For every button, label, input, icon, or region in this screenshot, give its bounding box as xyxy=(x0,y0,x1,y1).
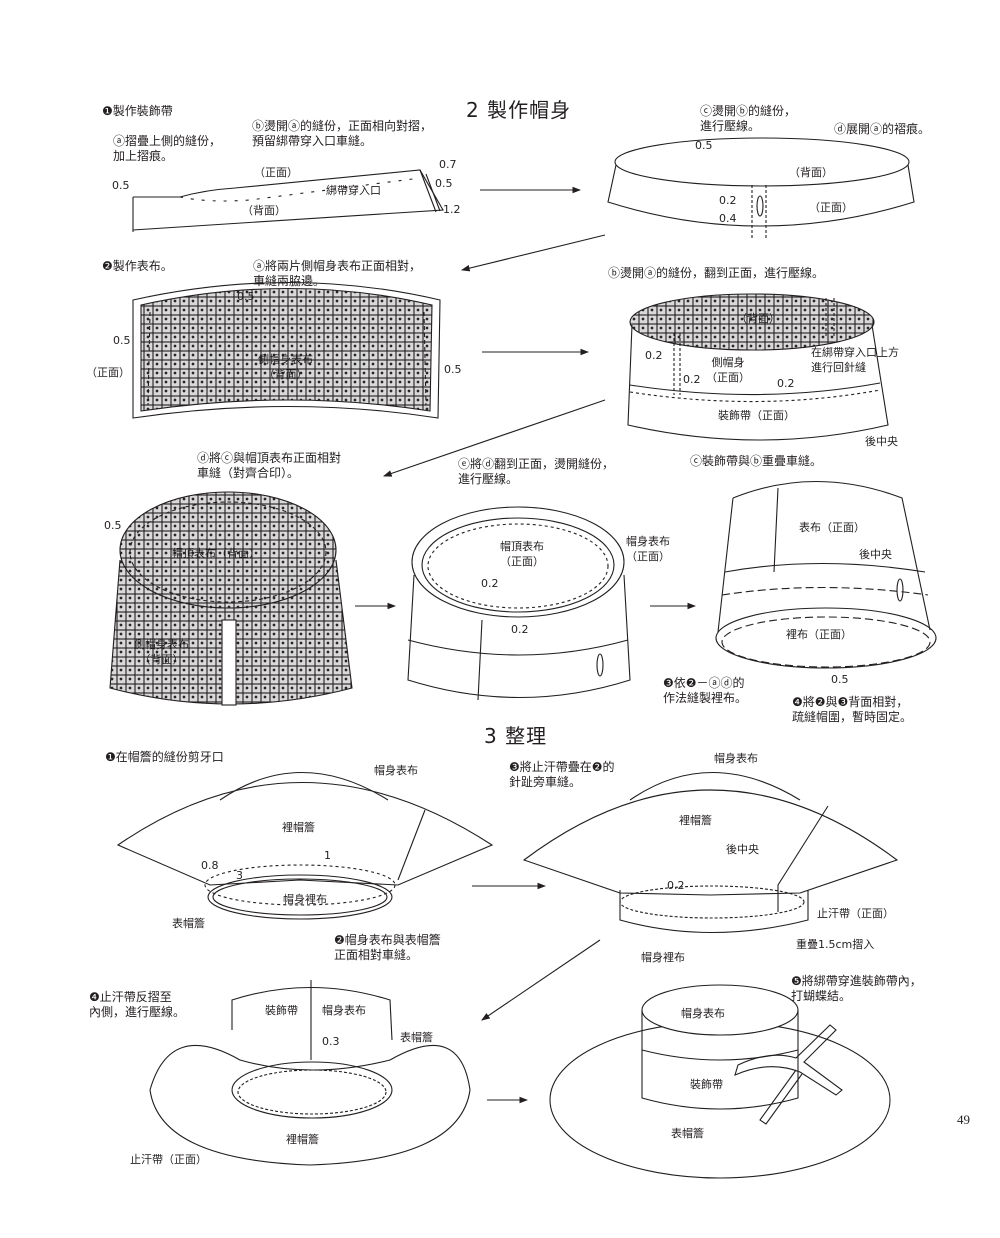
decor-band-strip xyxy=(132,169,444,232)
note-clip: ❶在帽簷的縫份剪牙口 xyxy=(105,750,224,764)
note-a-fold: ⓐ摺疊上側的縫份， 加上摺痕。 xyxy=(113,134,222,163)
measure: 0.2 xyxy=(511,623,529,636)
measure: 0.7 xyxy=(439,158,457,171)
label-upper-brim: 表帽簷 xyxy=(172,917,205,930)
label-under-brim: 裡帽簷 xyxy=(286,1133,319,1146)
note-bow: ❺將綁帶穿進裝飾帶內， 打蝴蝶結。 xyxy=(791,974,922,1003)
section-2-title: 2 製作帽身 xyxy=(466,98,572,122)
measure: 0.5 xyxy=(831,673,849,686)
measure: 0.2 xyxy=(777,377,795,390)
note-c-overlap: ⓒ裝飾帶與ⓑ重疊車縫。 xyxy=(690,454,823,468)
label-sweatband: 止汗帶（正面） xyxy=(130,1153,207,1166)
measure: 0.5 xyxy=(695,139,713,152)
label-back-center: 後中央 xyxy=(726,843,759,856)
label-body-outer: 帽身表布 xyxy=(714,752,758,765)
measure: 0.2 xyxy=(719,194,737,207)
step2-heading: ❷製作表布。 xyxy=(102,259,173,273)
label-front: （正面） xyxy=(254,166,298,179)
label-band: 裝飾帶 xyxy=(690,1078,723,1091)
side-body-cylinder xyxy=(627,293,889,441)
flow-arrows xyxy=(355,186,697,1104)
measure: 0.5 xyxy=(444,363,462,376)
measure: 0.5 xyxy=(237,290,255,303)
note-b-topstitch: ⓑ燙開ⓐ的縫份，翻到正面，進行壓線。 xyxy=(608,266,825,280)
label-body-outer: 帽身表布 xyxy=(374,764,418,777)
measure: 0.2 xyxy=(645,349,663,362)
crown-attach-grey xyxy=(109,491,353,706)
label-back: （背面） xyxy=(242,204,286,217)
section-3-title: 3 整理 xyxy=(484,724,548,748)
label-sweatband: 止汗帶（正面） xyxy=(817,907,894,920)
label-front: （正面） xyxy=(809,201,853,214)
note-step4: ❹將❷與❸背面相對， 疏縫帽圍，暫時固定。 xyxy=(792,695,913,724)
measure: 0.3 xyxy=(322,1035,340,1048)
side-body-pattern xyxy=(132,281,441,419)
label-body-front: 帽身表布 （正面） xyxy=(626,535,670,563)
label-band: 裝飾帶 xyxy=(265,1004,298,1017)
label-body-lining: 帽身裡布 xyxy=(283,893,327,906)
label-band: 裝飾帶（正面） xyxy=(718,409,795,422)
note-c-press: ⓒ燙開ⓑ的縫份， 進行壓線。 xyxy=(700,104,797,133)
measure: 0.5 xyxy=(112,179,130,192)
measure: 0.5 xyxy=(104,519,122,532)
label-outer: 表布（正面） xyxy=(799,521,865,534)
note-step3: ❸依❷－ⓐⓓ的 作法縫製裡布。 xyxy=(663,676,748,705)
label-tie-opening: 綁帶穿入口 xyxy=(326,184,381,197)
label-side-body: 側帽身 （正面） xyxy=(706,356,750,384)
label-under-brim: 裡帽簷 xyxy=(282,821,315,834)
label-body-outer: 帽身表布 xyxy=(322,1004,366,1017)
label-side-body-piece: 側帽身表布 （背面） xyxy=(258,353,313,381)
note-a-sew-sides: ⓐ將兩片側帽身表布正面相對， 車縫兩脇邊。 xyxy=(253,259,422,288)
measure: 3 xyxy=(236,869,243,882)
brim-attach-hat xyxy=(116,771,494,920)
measure: 0.8 xyxy=(201,859,219,872)
step1-heading: ❶製作裝飾帶 xyxy=(102,104,173,118)
measure: 0.2 xyxy=(683,373,701,386)
sweatband-hat xyxy=(522,771,899,934)
note-d-unfold: ⓓ展開ⓐ的褶痕。 xyxy=(834,122,931,136)
label-overlap: 重疊1.5cm摺入 xyxy=(796,938,875,951)
note-e-turn: ⓔ將ⓓ翻到正面，燙開縫份， 進行壓線。 xyxy=(458,457,615,486)
label-back: （背面） xyxy=(789,166,833,179)
measure: 0.5 xyxy=(435,177,453,190)
measure: 1.2 xyxy=(443,203,461,216)
label-upper-brim: 表帽簷 xyxy=(400,1031,433,1044)
measure: 0.2 xyxy=(667,879,685,892)
label-back: （背面） xyxy=(736,312,780,325)
note-b-press: ⓑ燙開ⓐ的縫份，正面相向對摺， 預留綁帶穿入口車縫。 xyxy=(252,119,433,148)
label-upper-brim: 表帽簷 xyxy=(671,1127,704,1140)
folded-sweatband-hat xyxy=(149,980,471,1166)
label-back-center: 後中央 xyxy=(865,435,898,448)
note-backstitch: 在綁帶穿入口上方 進行回針縫 xyxy=(811,346,899,374)
label-under-brim: 裡帽簷 xyxy=(679,814,712,827)
note-sweatband: ❸將止汗帶疊在❷的 針趾旁車縫。 xyxy=(509,760,615,789)
label-crown-front: 帽頂表布 （正面） xyxy=(500,540,544,568)
label-front: （正面） xyxy=(86,366,130,379)
measure: 0.2 xyxy=(481,577,499,590)
measure: 1 xyxy=(324,849,331,862)
note-fold-sweatband: ❹止汗帶反摺至 內側，進行壓線。 xyxy=(89,990,186,1019)
finished-hat xyxy=(549,984,891,1179)
label-crown-back: 帽頂表布（背面） xyxy=(172,547,260,560)
label-back-center: 後中央 xyxy=(859,548,892,561)
crown-attached-turned xyxy=(407,506,631,701)
note-sew-brim: ❷帽身表布與表帽簷 正面相對車縫。 xyxy=(334,933,441,962)
measure: 0.5 xyxy=(113,334,131,347)
outer-and-lining-assembled xyxy=(715,480,937,669)
decor-band-loop xyxy=(607,137,915,238)
label-body-outer: 帽身表布 xyxy=(681,1007,725,1020)
measure: 0.4 xyxy=(719,212,737,225)
note-d-crown: ⓓ將ⓒ與帽頂表布正面相對 車縫（對齊合印）。 xyxy=(197,451,342,480)
label-side-back: 側帽身表布 （背面） xyxy=(134,638,189,666)
label-body-lining: 帽身裡布 xyxy=(641,951,685,964)
label-lining: 裡布（正面） xyxy=(786,628,852,641)
page-number: 49 xyxy=(957,1112,970,1127)
